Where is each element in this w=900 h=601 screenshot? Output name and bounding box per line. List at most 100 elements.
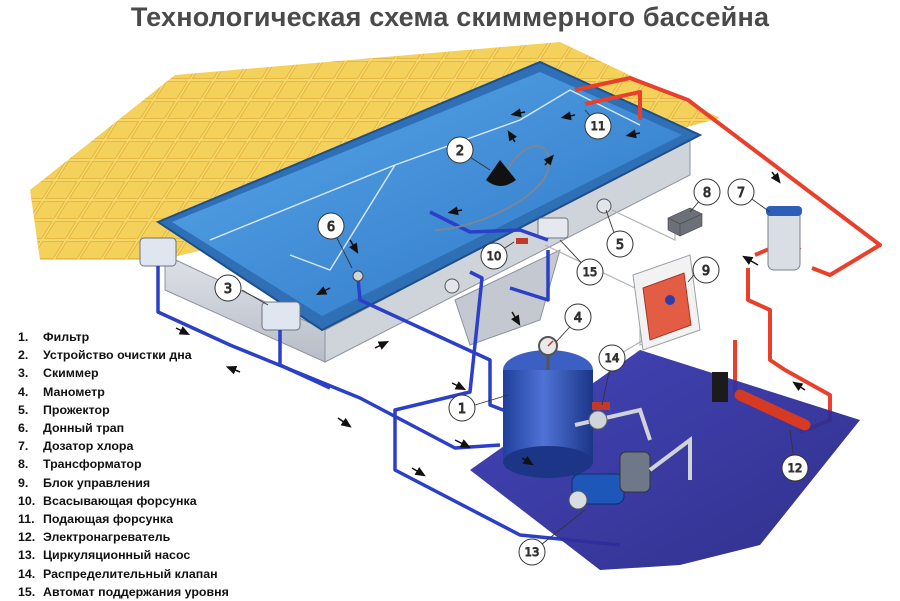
sand-filter [503, 350, 593, 478]
flow-arrows [175, 108, 806, 477]
legend-item: 1. Фильтр [18, 328, 229, 346]
callout-15: 15 [576, 258, 604, 286]
legend-label: Трансформатор [43, 457, 142, 472]
callout-2: 2 [446, 136, 474, 164]
legend-number: 14. [18, 566, 36, 581]
electric-heater [712, 372, 811, 431]
legend-item: 7. Дозатор хлора [18, 437, 229, 455]
svg-text:15: 15 [583, 265, 598, 279]
legend-label: Электронагреватель [43, 530, 171, 545]
legend-number: 12. [18, 530, 36, 545]
legend-number: 5. [18, 402, 29, 417]
legend-item: 9. Блок управления [18, 474, 229, 492]
legend-label: Циркуляционный насос [43, 548, 191, 563]
svg-text:14: 14 [605, 351, 620, 365]
legend-item: 10. Всасывающая форсунка [18, 492, 229, 510]
suction-nozzle [516, 238, 528, 244]
pool-light-front [444, 278, 460, 294]
callout-12: 12 [781, 454, 809, 482]
legend-label: Блок управления [43, 475, 151, 490]
legend-number: 4. [18, 384, 29, 399]
callout-13: 13 [518, 538, 546, 566]
legend-item: 11. Подающая форсунка [18, 510, 229, 528]
control-unit [632, 254, 701, 351]
legend-number: 8. [18, 457, 29, 472]
legend-item: 8. Трансформатор [18, 455, 229, 473]
legend-item: 5. Прожектор [18, 401, 229, 419]
svg-text:10: 10 [487, 249, 502, 263]
pool-deep-section [454, 249, 561, 346]
transformer [667, 207, 703, 237]
svg-text:13: 13 [525, 545, 540, 559]
legend-number: 10. [18, 493, 36, 508]
svg-text:4: 4 [574, 311, 582, 326]
pool-water [172, 72, 682, 316]
chlorine-dispenser [766, 206, 802, 271]
legend-number: 11. [18, 512, 35, 527]
diagram-title: Технологическая схема скиммерного бассей… [130, 2, 770, 32]
legend-number: 2. [18, 348, 29, 363]
legend-item: 2. Устройство очистки дна [18, 346, 229, 364]
circulation-pump [568, 436, 692, 510]
legend-item: 13. Циркуляционный насос [18, 546, 229, 564]
svg-text:2: 2 [456, 144, 464, 159]
legend-number: 13. [18, 548, 36, 563]
svg-text:7: 7 [737, 186, 745, 201]
cleaner-hose [434, 145, 550, 231]
legend-number: 15. [18, 584, 36, 599]
legend-number: 6. [18, 421, 29, 436]
legend-label: Устройство очистки дна [43, 348, 192, 363]
legend-label: Распределительный клапан [43, 566, 218, 581]
callout-14: 14 [598, 344, 626, 372]
legend-item: 15. Автомат поддержания уровня [18, 583, 229, 601]
skimmer-front [261, 301, 301, 331]
pool-light-side [596, 198, 612, 214]
legend-label: Донный трап [43, 421, 125, 436]
svg-text:12: 12 [788, 461, 803, 475]
callout-3: 3 [214, 274, 242, 302]
legend-label: Скиммер [43, 366, 99, 381]
bottom-cleaner [486, 160, 516, 186]
level-controller-box [537, 217, 569, 239]
pressure-gauge [538, 336, 558, 370]
legend-number: 9. [18, 475, 29, 490]
legend-label: Дозатор хлора [43, 439, 134, 454]
legend-number: 3. [18, 366, 29, 381]
legend-number: 7. [18, 439, 29, 454]
legend-item: 14. Распределительный клапан [18, 565, 229, 583]
legend-label: Прожектор [43, 402, 110, 417]
skimmer-left [139, 237, 177, 267]
legend-label: Автомат поддержания уровня [43, 584, 229, 599]
svg-text:9: 9 [702, 264, 710, 279]
legend-item: 4. Манометр [18, 383, 229, 401]
callout-11: 11 [584, 112, 612, 140]
callout-4: 4 [564, 303, 592, 331]
callout-10: 10 [480, 242, 508, 270]
callout-6: 6 [317, 212, 345, 240]
legend-label: Манометр [43, 384, 105, 399]
callout-1: 1 [448, 394, 476, 422]
svg-text:11: 11 [591, 119, 606, 133]
legend-item: 12. Электронагреватель [18, 528, 229, 546]
callouts: 1 2 3 4 5 6 7 8 9 10 11 12 13 14 15 [214, 112, 809, 566]
component-legend: 1. Фильтр 2. Устройство очистки дна 3. Скимме… [18, 328, 229, 601]
svg-text:1: 1 [458, 402, 466, 417]
legend-number: 1. [18, 330, 29, 344]
callout-5: 5 [606, 230, 634, 258]
legend-label: Фильтр [43, 330, 90, 344]
svg-text:8: 8 [703, 186, 711, 201]
legend-label: Подающая форсунка [43, 512, 173, 527]
callout-9: 9 [692, 256, 720, 284]
callout-7: 7 [727, 178, 755, 206]
pool-floor-lines [209, 89, 641, 271]
main-drain [352, 270, 364, 282]
svg-text:5: 5 [616, 238, 624, 253]
legend-item: 3. Скиммер [18, 364, 229, 382]
legend-item: 6. Донный трап [18, 419, 229, 437]
svg-text:6: 6 [327, 220, 335, 235]
svg-text:3: 3 [224, 282, 232, 297]
distribution-valve [574, 402, 652, 441]
callout-8: 8 [693, 178, 721, 206]
legend-label: Всасывающая форсунка [43, 493, 197, 508]
